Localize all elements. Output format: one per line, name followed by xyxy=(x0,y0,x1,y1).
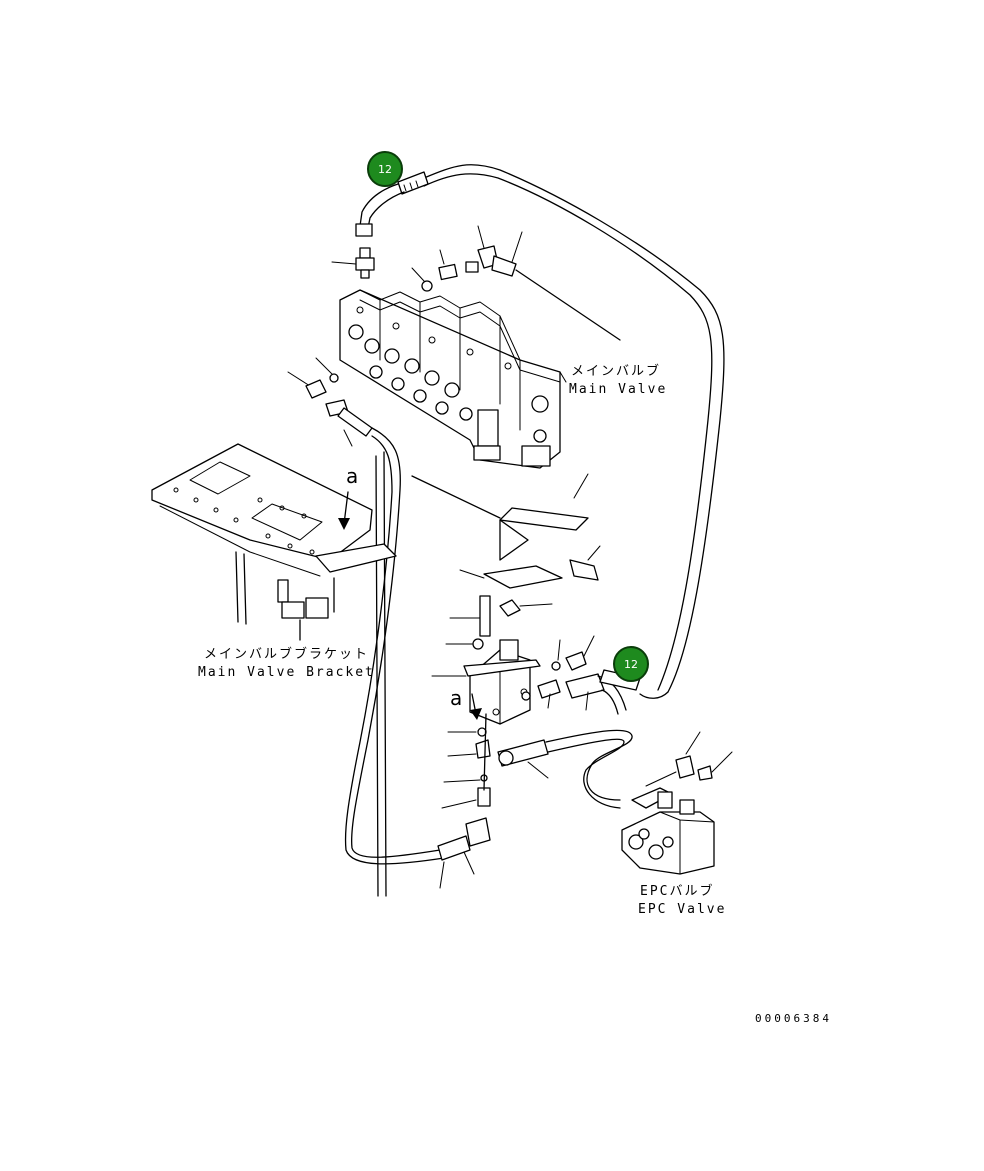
view-marker-a-top: a xyxy=(346,464,359,488)
epc-valve-label-en: EPC Valve xyxy=(638,902,727,917)
hose-assembly-upper xyxy=(355,164,725,693)
valve-block-center xyxy=(431,635,641,809)
bracket-label-jp: メインバルブブラケット xyxy=(204,647,370,662)
main-valve-label-en: Main Valve xyxy=(569,382,668,397)
callout-badge-12-top[interactable]: 12 xyxy=(367,151,403,187)
callout-badge-12-bottom[interactable]: 12 xyxy=(613,646,649,682)
adapter-fitting-top xyxy=(331,247,375,279)
main-valve xyxy=(339,289,567,469)
hose-to-epc xyxy=(497,691,669,809)
fittings-valve-top xyxy=(411,225,621,341)
main-valve-bracket xyxy=(151,443,397,641)
plates-center xyxy=(411,473,601,650)
view-marker-a-bottom: a xyxy=(450,686,463,710)
main-valve-label-jp: メインバルブ xyxy=(571,364,662,379)
bracket-label-en: Main Valve Bracket xyxy=(198,665,375,680)
drawing-number: 00006384 xyxy=(755,1012,832,1025)
hose-assembly-lower xyxy=(344,427,491,897)
epc-valve-label-jp: EPCバルブ xyxy=(640,884,715,899)
epc-valve xyxy=(621,731,733,875)
fittings-valve-left xyxy=(287,357,373,447)
